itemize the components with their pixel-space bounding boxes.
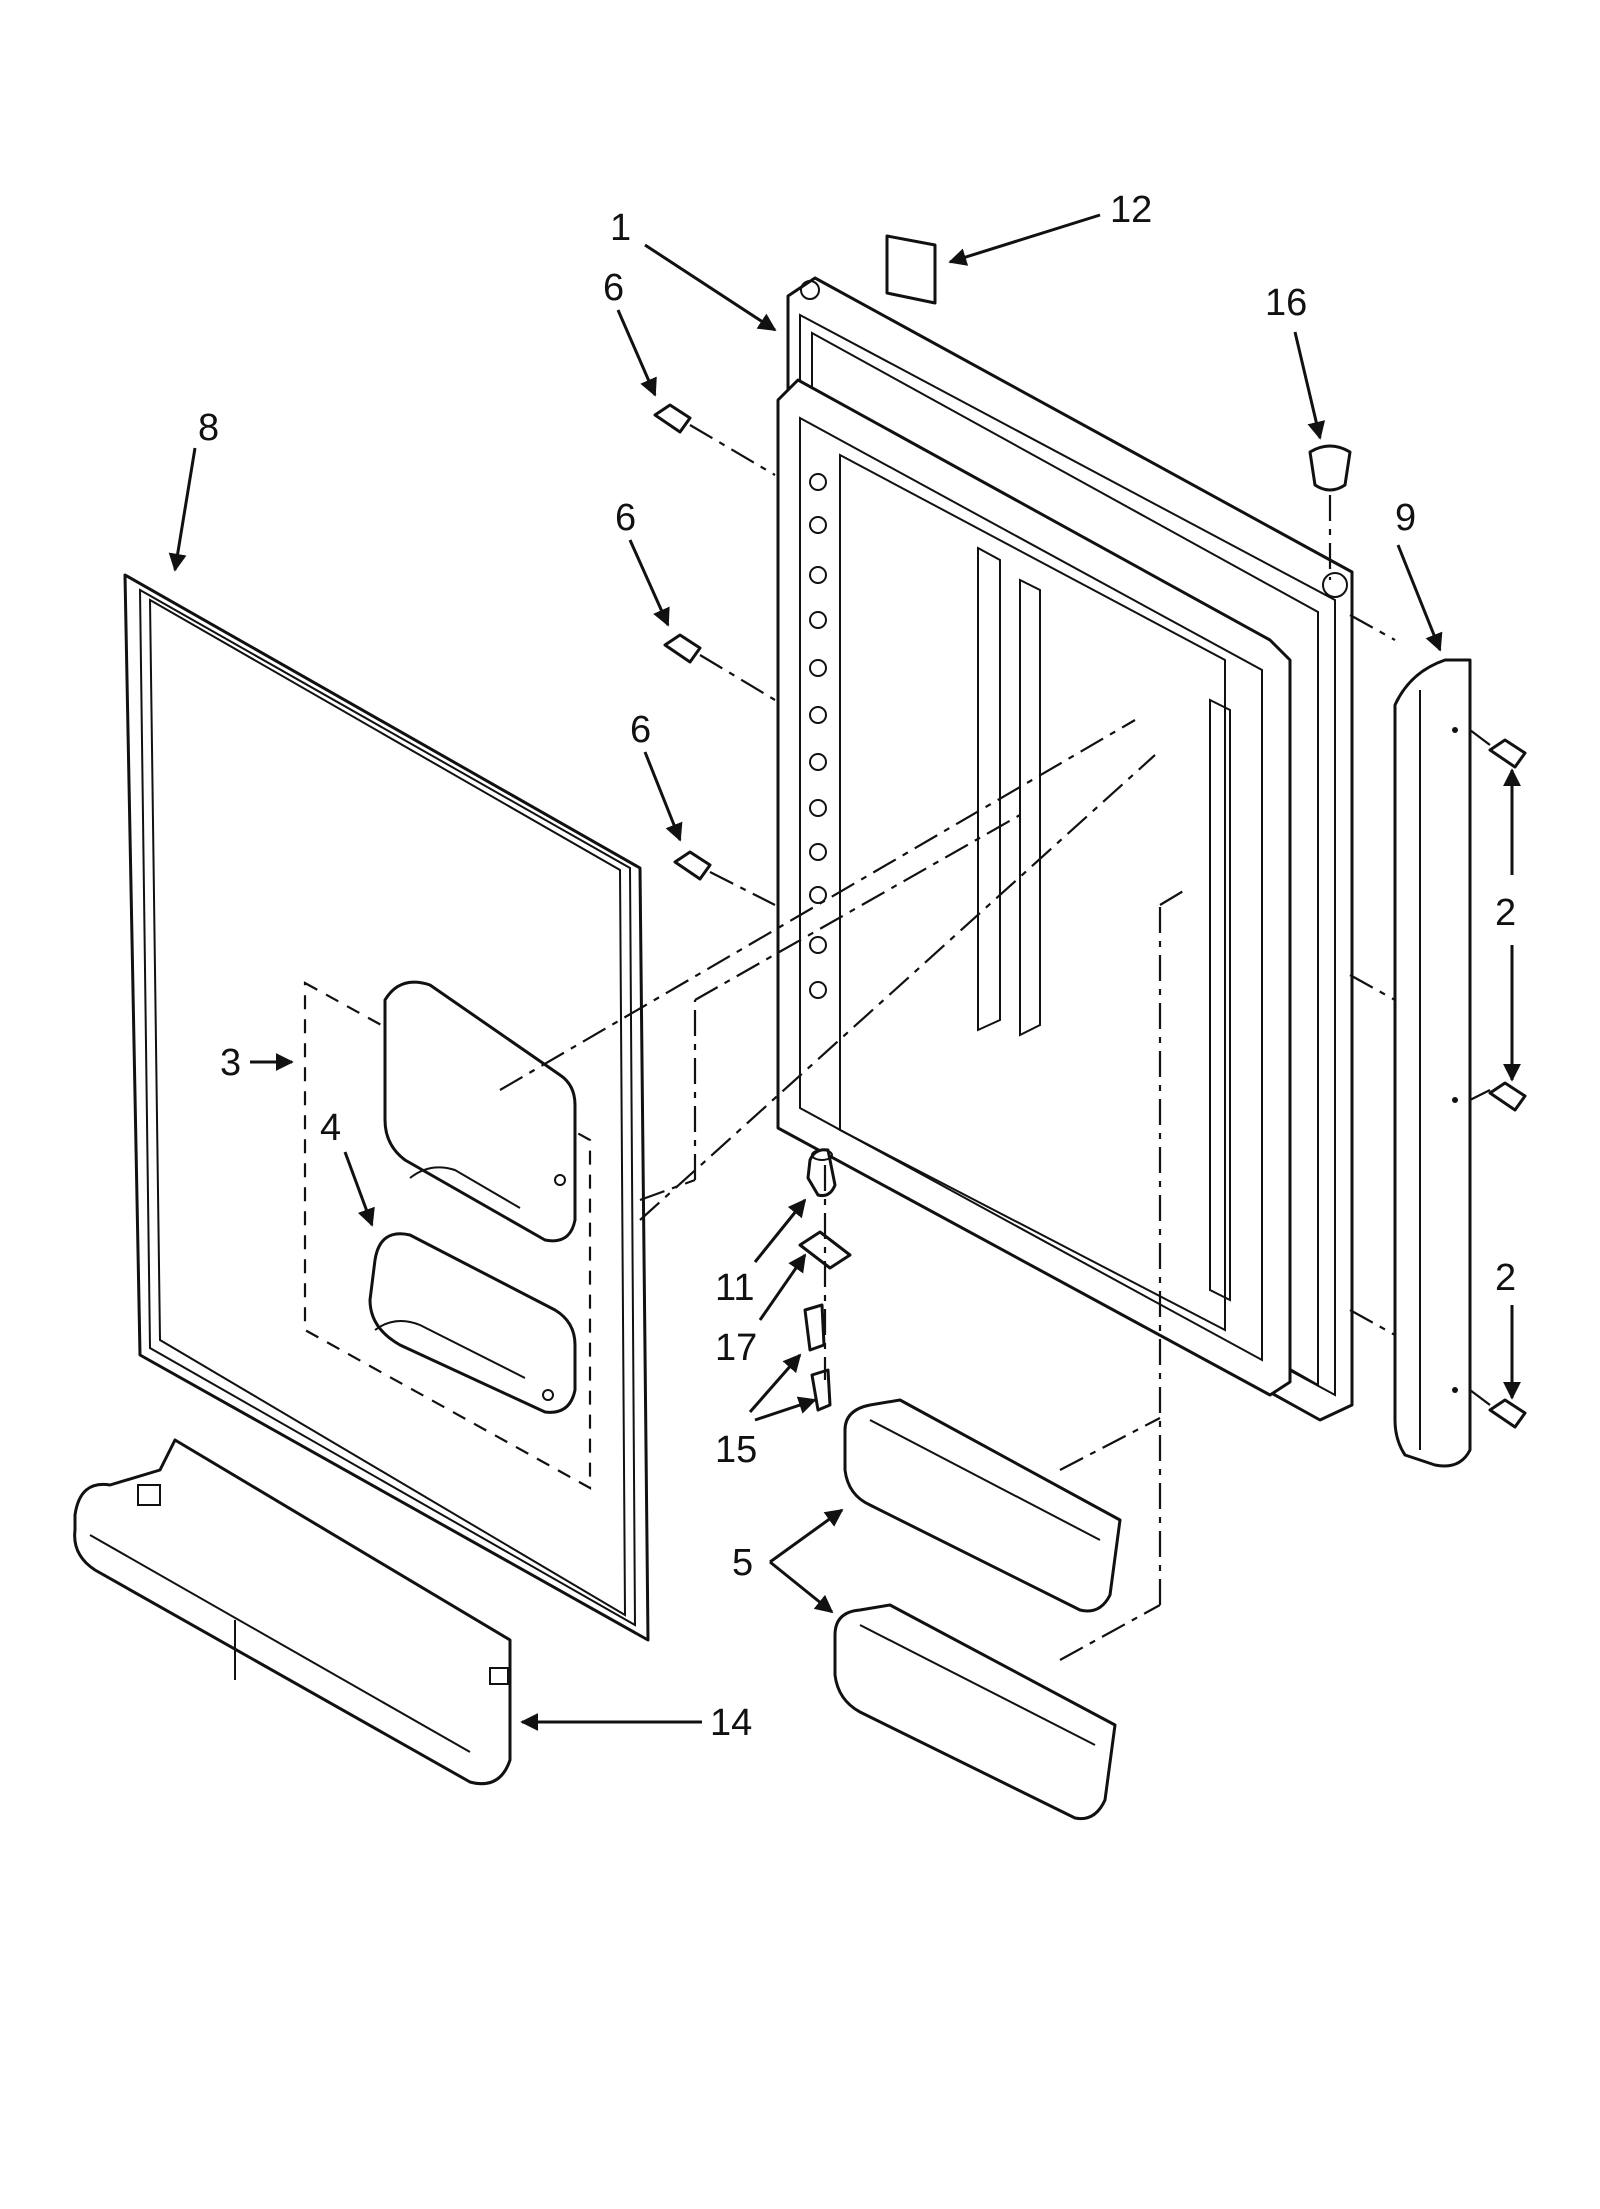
callout-5: 5 [732,1542,753,1584]
handle-screw-lower-part [1488,1398,1527,1429]
callout-3: 3 [220,1042,241,1084]
door-bin-large-part [73,1438,512,1786]
screw-upper-part [653,403,692,434]
hinge-part [806,1148,837,1197]
callout-11: 11 [715,1267,754,1309]
handle-screw-middle-part [1488,1081,1527,1112]
callout-16: 16 [1265,282,1307,324]
callout-15: 15 [715,1429,757,1471]
screw-lower-part [673,850,712,881]
label-plate-part [885,234,937,305]
callout-2-upper: 2 [1495,892,1516,934]
door-bin-lower-part [833,1603,1117,1821]
assembly-lines [499,424,1491,1661]
leader-lines [168,213,1521,1731]
callout-17: 17 [715,1327,757,1369]
callout-4: 4 [320,1107,341,1149]
callout-6-lower: 6 [630,709,651,751]
door-frame-part [776,276,1354,1422]
callout-12: 12 [1110,189,1152,231]
callout-14: 14 [710,1702,752,1744]
shelf-nubs [809,473,827,999]
door-bin-upper-part [843,1398,1122,1613]
callout-2-lower: 2 [1495,1257,1516,1299]
handle-screw-upper-part [1488,738,1527,769]
callout-6-middle: 6 [615,497,636,539]
callout-labels: 1 2 2 3 4 5 6 6 6 8 9 11 12 14 15 16 17 [198,189,1516,1744]
hinge-plug-part [1308,444,1352,492]
dispenser-tray-part [368,1232,577,1414]
callout-9: 9 [1395,497,1416,539]
screw-middle-part [663,633,702,664]
callout-1: 1 [610,207,631,249]
dispenser-cover-part [383,980,577,1243]
callout-6-upper: 6 [603,267,624,309]
callout-8: 8 [198,407,219,449]
hinge-screw-part [803,1303,832,1412]
handle-trim-part [1393,658,1472,1468]
